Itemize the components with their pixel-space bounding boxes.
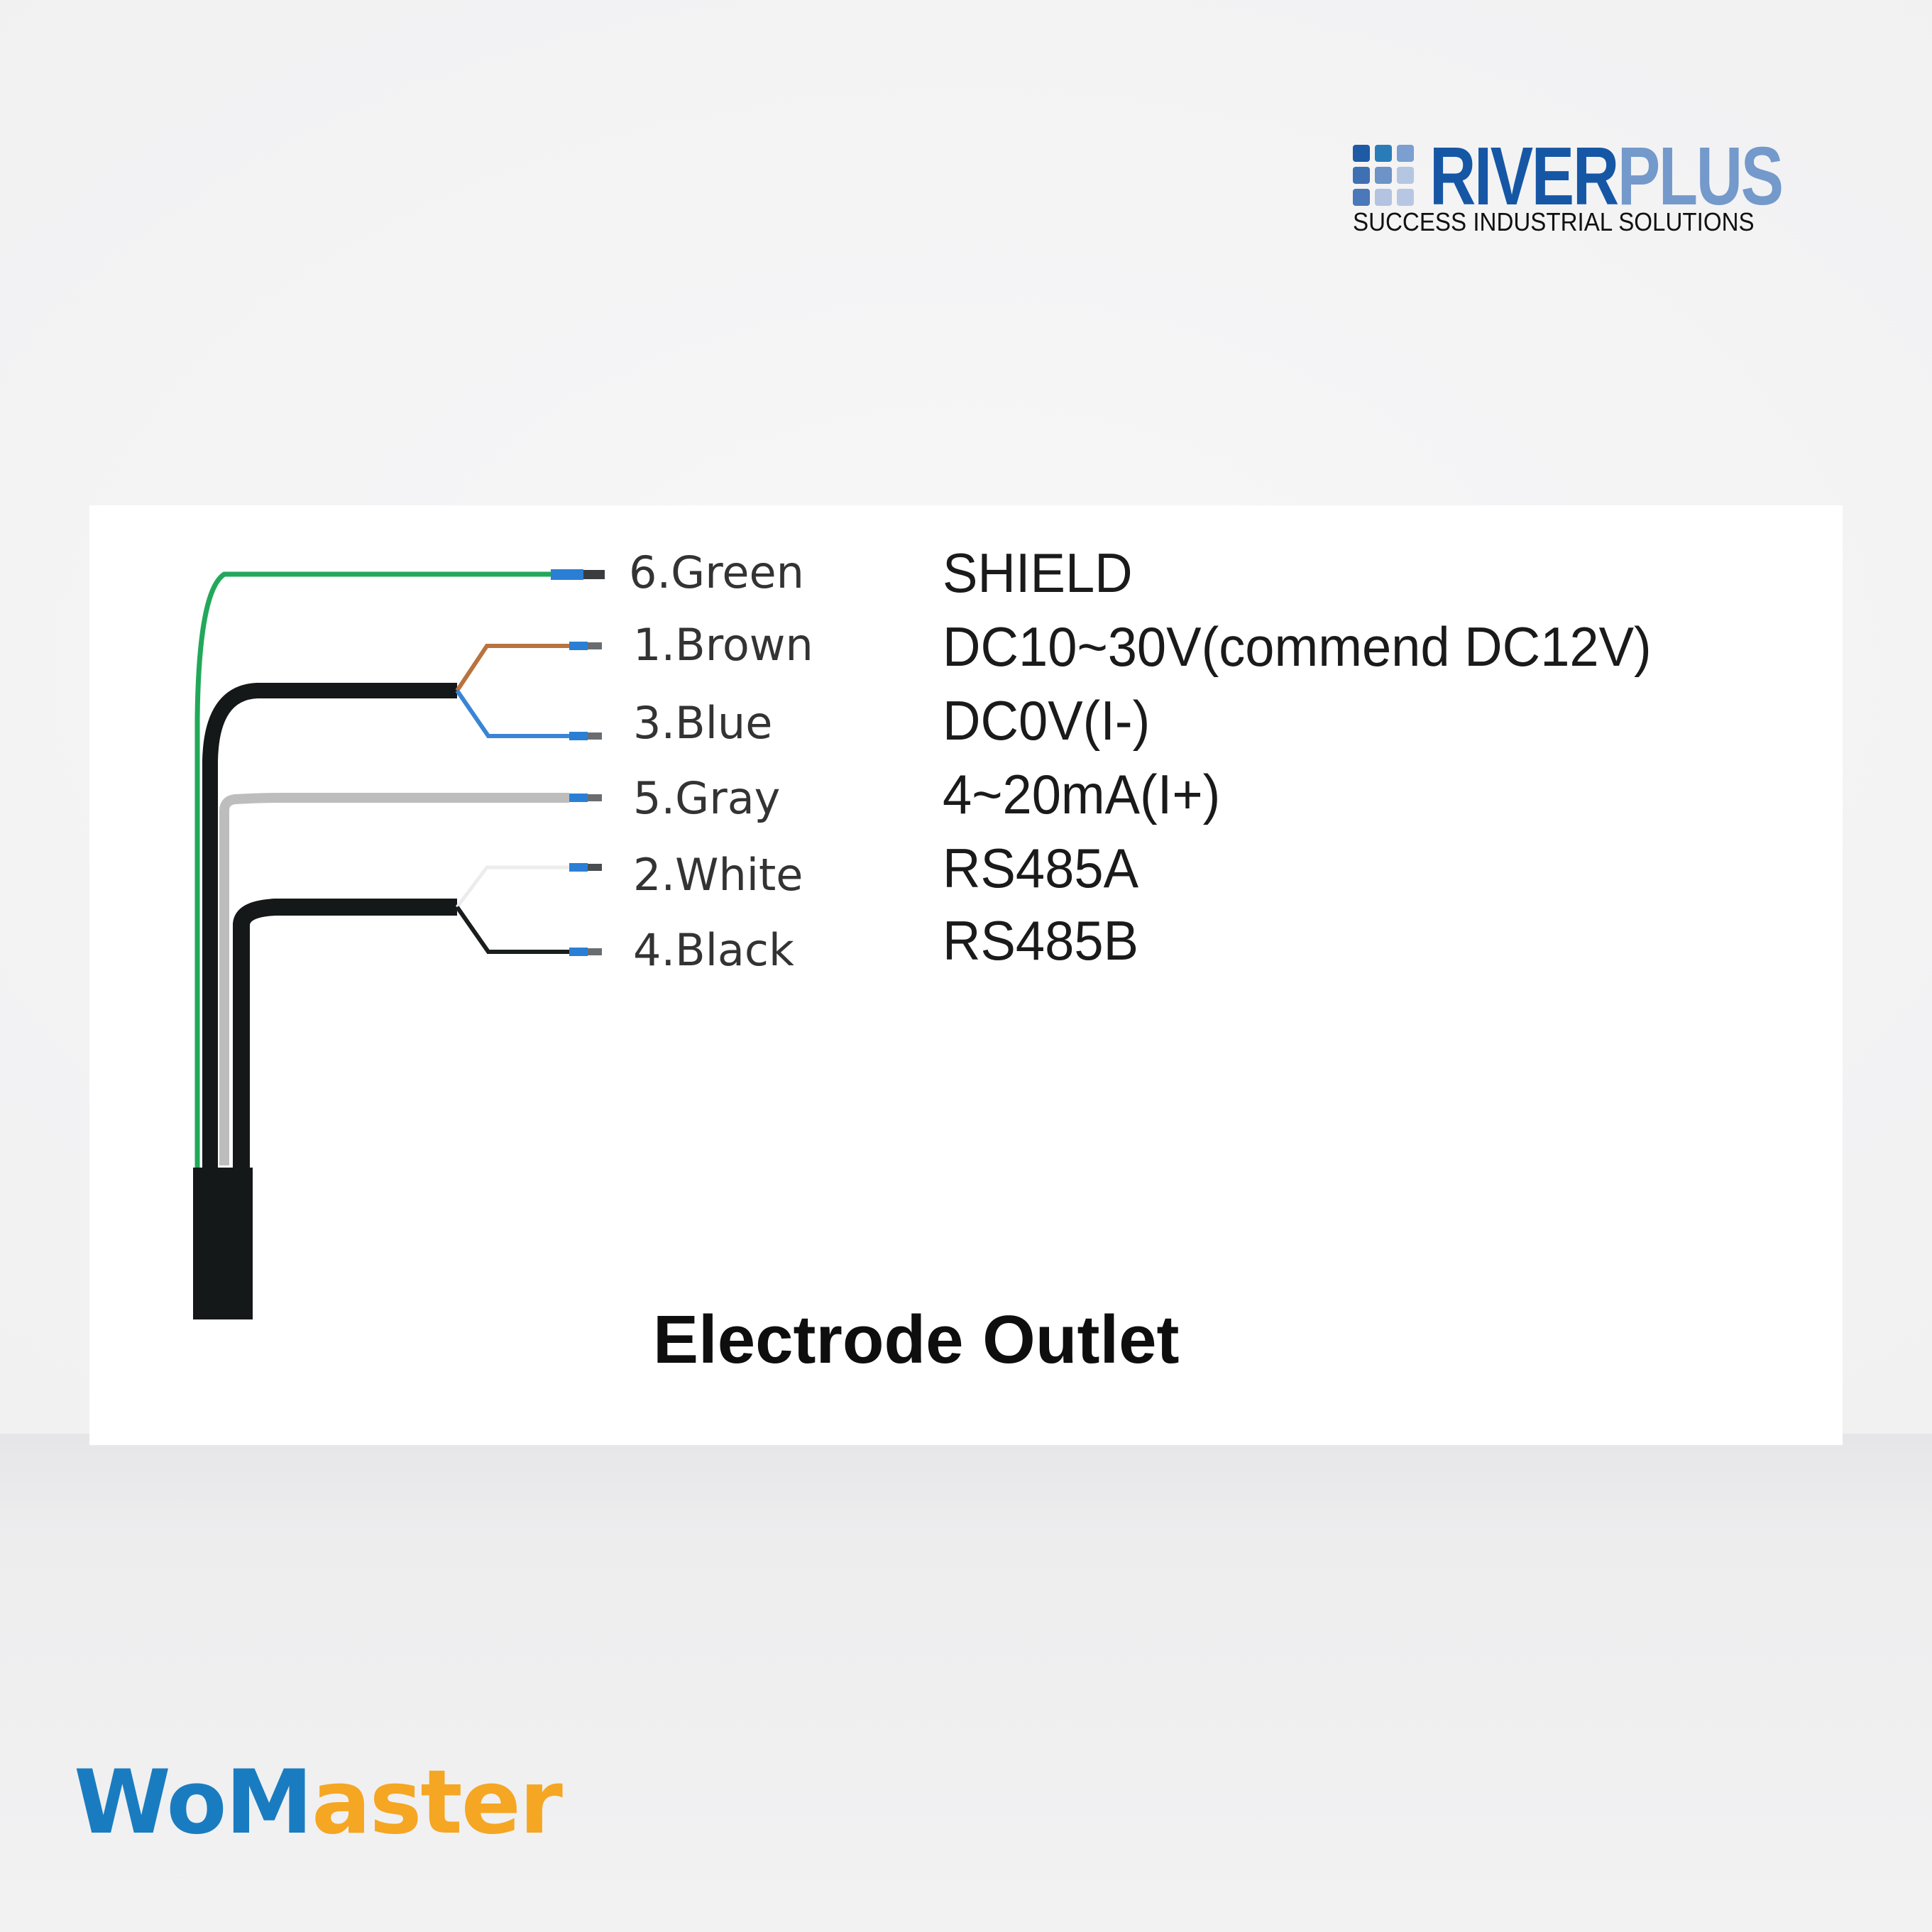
- background-floor: [0, 1434, 1932, 1932]
- riverplus-name-river: RIVER: [1429, 130, 1619, 222]
- function-label-shield: SHIELD: [943, 542, 1133, 604]
- function-label-ground: DC0V(I-): [943, 689, 1151, 752]
- terminal-black: [569, 948, 602, 956]
- function-label-power: DC10~30V(commend DC12V): [943, 615, 1652, 678]
- riverplus-wordmark: RIVERPLUS: [1429, 135, 1784, 217]
- womaster-logo-part1: WoM: [74, 1752, 313, 1854]
- wire-label-brown: 1.Brown: [633, 619, 813, 671]
- womaster-logo-part2: aster: [311, 1752, 563, 1854]
- terminal-brown: [569, 642, 602, 650]
- function-label-current-output: 4~20mA(I+): [943, 763, 1221, 825]
- riverplus-logo: RIVERPLUS SUCCESS INDUSTRIAL SOLUTIONS: [1353, 135, 1821, 236]
- terminal-green: [551, 569, 605, 580]
- wire-label-gray: 5.Gray: [633, 772, 781, 824]
- wiring-diagram-panel: 6.Green 1.Brown 3.Blue 5.Gray 2.White 4.…: [89, 505, 1843, 1445]
- riverplus-name-plus: PLUS: [1617, 130, 1784, 222]
- wire-label-green: 6.Green: [629, 547, 804, 598]
- terminal-white: [569, 863, 602, 872]
- wiring-diagram-graphic: [193, 569, 605, 1319]
- function-label-rs485b: RS485B: [943, 909, 1139, 972]
- function-label-rs485a: RS485A: [943, 837, 1139, 899]
- terminal-gray: [569, 794, 602, 802]
- wire-label-black: 4.Black: [633, 924, 794, 976]
- diagram-title: Electrode Outlet: [653, 1302, 1180, 1378]
- womaster-logo: WoMaster: [74, 1759, 563, 1847]
- riverplus-grid-icon: [1353, 145, 1414, 206]
- wire-label-blue: 3.Blue: [633, 697, 773, 749]
- terminal-blue: [569, 732, 602, 740]
- riverplus-tagline: SUCCESS INDUSTRIAL SOLUTIONS: [1353, 207, 1755, 236]
- wire-label-white: 2.White: [633, 849, 803, 901]
